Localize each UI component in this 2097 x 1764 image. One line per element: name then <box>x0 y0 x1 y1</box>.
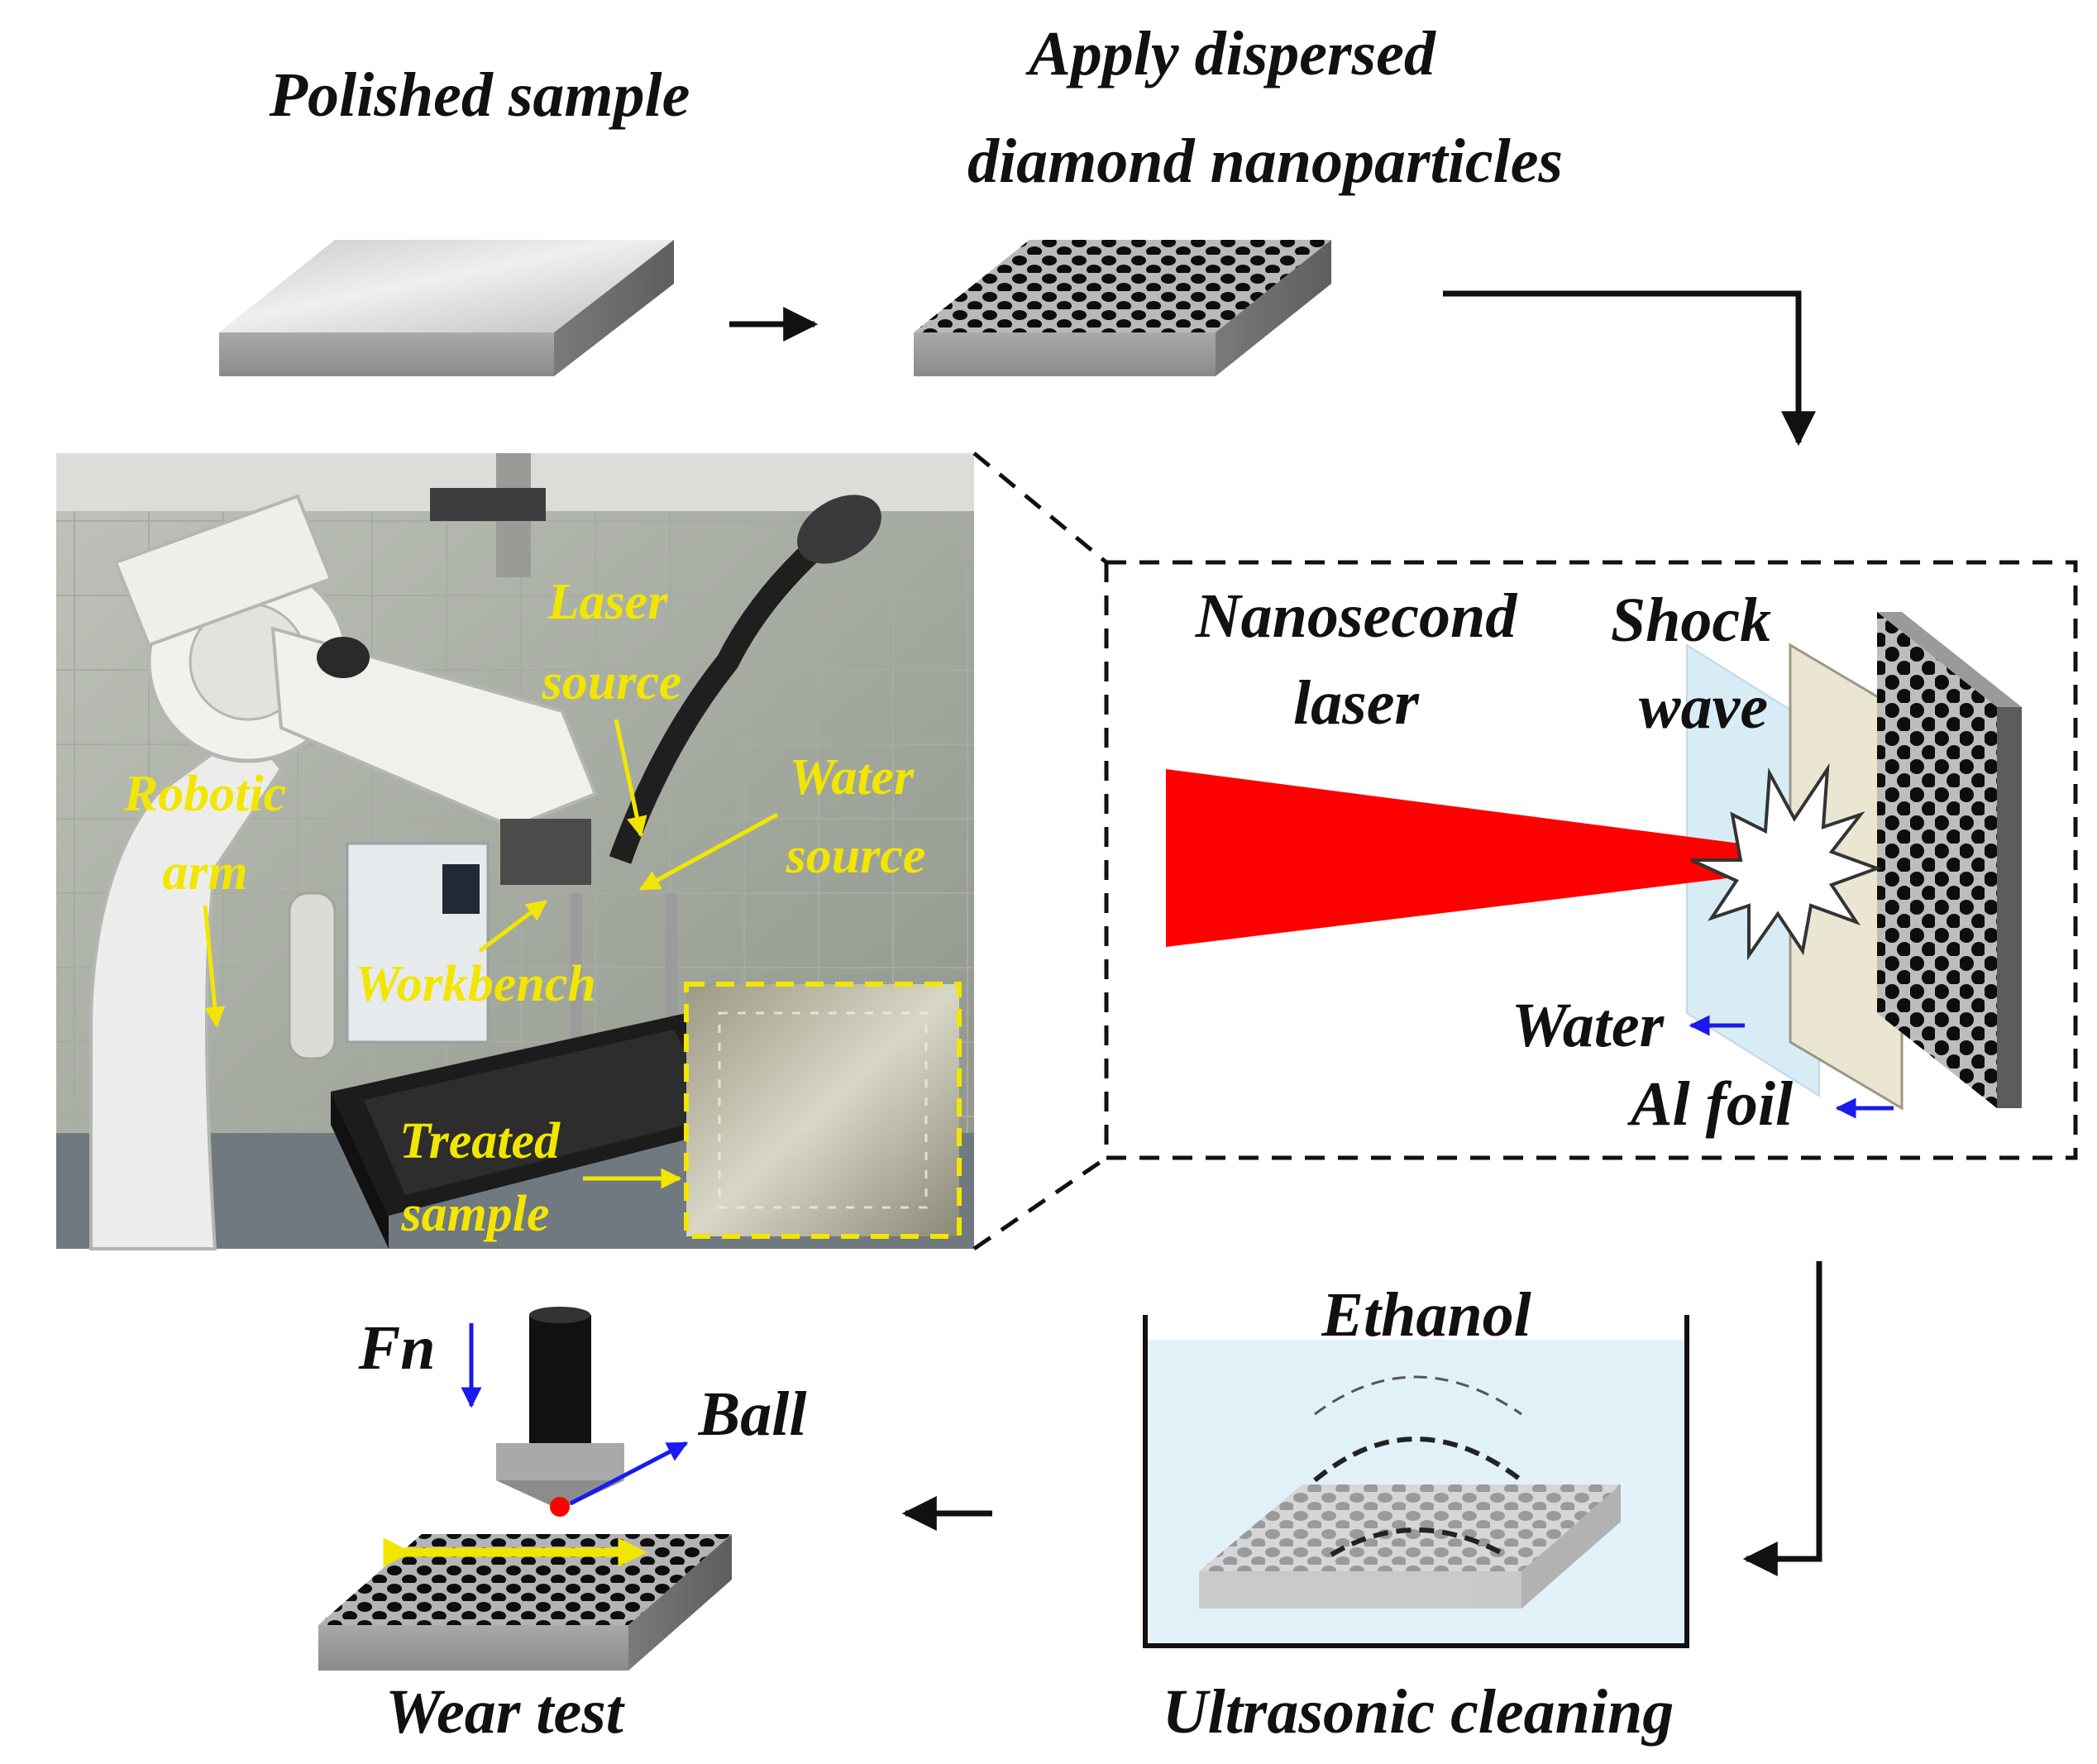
zoom-line-bottom <box>972 1155 1108 1251</box>
polished-sample-slab <box>219 240 674 376</box>
ball-pointer-arrow <box>569 1441 689 1506</box>
step-apply-label-line1: Apply dispersed <box>1025 19 1436 88</box>
label-water-line2: source <box>786 828 926 884</box>
label-treated-line1: Treated <box>399 1113 561 1169</box>
label-shock-line2: wave <box>1639 672 1768 742</box>
label-treated-line2: sample <box>400 1186 549 1242</box>
label-laser-line1: Laser <box>547 574 669 630</box>
label-workbench: Workbench <box>355 956 596 1012</box>
label-ball: Ball <box>698 1379 807 1449</box>
label-laser-line2: source <box>542 654 682 710</box>
arrow-to-lsp <box>1443 290 1816 447</box>
ultrasonic-wave-outer <box>1314 1375 1522 1416</box>
label-robotic-line1: Robotic <box>123 766 286 822</box>
step-apply-label-line2: diamond nanoparticles <box>967 127 1563 196</box>
target-sample-block <box>1877 612 2022 1108</box>
label-robotic-line2: arm <box>162 844 247 901</box>
lsp-schematic-frame <box>1104 560 2078 1160</box>
robot-setup-photo <box>56 453 974 1250</box>
label-nanosecond-line2: laser <box>1293 668 1420 738</box>
label-fn: Fn <box>358 1313 436 1383</box>
pointer-laser-source <box>614 719 647 838</box>
label-al-foil: Al foil <box>1627 1069 1793 1139</box>
label-water-layer: Water <box>1512 991 1665 1060</box>
label-water-line1: Water <box>790 749 915 806</box>
laser-beam <box>1166 769 1741 947</box>
label-nanosecond-line1: Nanosecond <box>1195 581 1517 651</box>
wear-tester-indenter <box>496 1307 624 1505</box>
step-polished-label: Polished sample <box>269 60 690 130</box>
label-shock-line1: Shock <box>1611 586 1771 655</box>
zoom-line-top <box>972 452 1108 564</box>
pointer-water-source <box>638 812 779 892</box>
nanoparticle-sample-slab <box>914 240 1331 376</box>
arrow-to-cleaning <box>1742 1261 1822 1576</box>
shock-wave-star <box>1690 762 1882 961</box>
pointer-robotic-arm <box>203 905 226 1028</box>
pointer-workbench <box>478 900 547 953</box>
step-wear-test-label: Wear test <box>385 1677 626 1747</box>
label-ethanol: Ethanol <box>1321 1280 1531 1350</box>
step-ultrasonic-label: Ultrasonic cleaning <box>1163 1677 1674 1747</box>
ultrasonic-wave-inner <box>1313 1437 1523 1483</box>
ultrasonic-wave-lower <box>1330 1527 1507 1557</box>
wear-ball <box>550 1497 570 1517</box>
